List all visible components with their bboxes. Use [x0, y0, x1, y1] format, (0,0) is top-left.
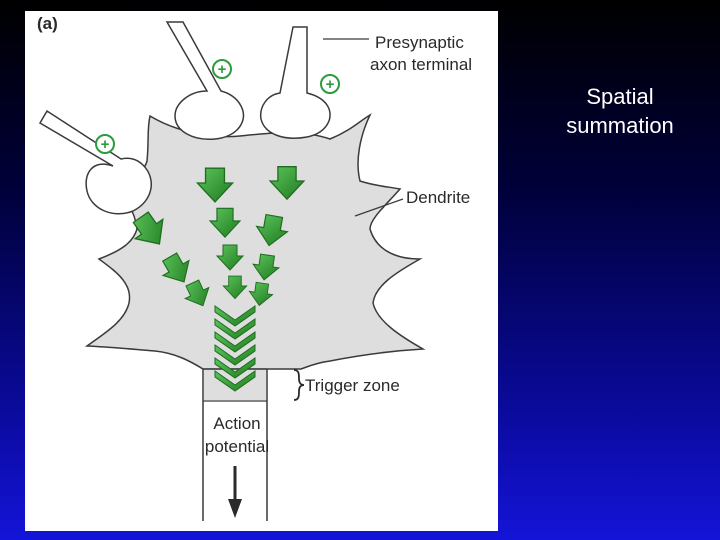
presynaptic-terminal-right	[261, 27, 330, 138]
figure-panel: + + +	[25, 11, 498, 531]
slide-caption: Spatial summation	[540, 82, 700, 140]
caption-line-1: Spatial	[540, 82, 700, 111]
neuron-diagram: + + +	[25, 11, 498, 531]
action-potential-label-line2: potential	[205, 437, 269, 456]
svg-text:+: +	[101, 136, 110, 153]
caption-line-2: summation	[540, 111, 700, 140]
neuron-cell-body	[87, 115, 423, 369]
svg-text:+: +	[218, 61, 227, 78]
dendrite-label: Dendrite	[406, 188, 470, 207]
presynaptic-label-line1: Presynaptic	[375, 33, 464, 52]
plus-icon: +	[213, 60, 231, 78]
action-potential-label-line1: Action	[213, 414, 260, 433]
trigger-zone-brace	[294, 370, 304, 400]
presynaptic-label-line2: axon terminal	[370, 55, 472, 74]
trigger-zone-label: Trigger zone	[305, 376, 400, 395]
presynaptic-terminal-left	[40, 111, 151, 214]
plus-icon: +	[321, 75, 339, 93]
down-arrow-icon	[228, 466, 242, 518]
svg-text:+: +	[326, 76, 335, 93]
presynaptic-terminal-middle	[167, 22, 243, 139]
plus-icon: +	[96, 135, 114, 153]
panel-label: (a)	[37, 14, 58, 33]
